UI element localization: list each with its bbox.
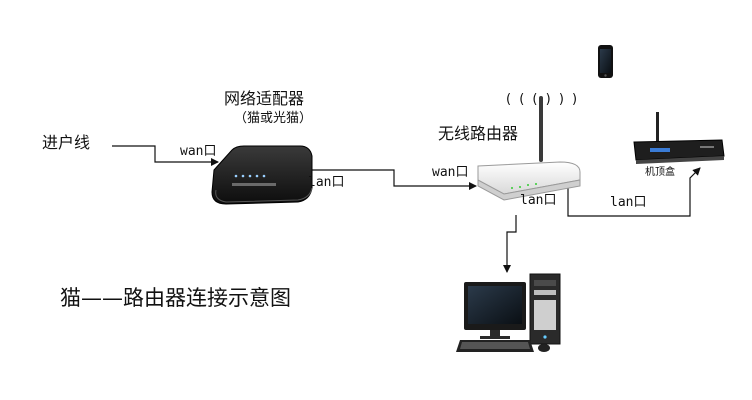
router-lan-port-label-down: lan口 bbox=[520, 193, 557, 208]
settop-box-icon bbox=[633, 112, 725, 164]
router-lan-port-label-right: lan口 bbox=[610, 195, 647, 210]
input-line-label: 进户线 bbox=[42, 133, 91, 152]
modem-wan-port-label: wan口 bbox=[180, 144, 217, 159]
modem-device-icon bbox=[211, 145, 313, 205]
modem-title: 网络适配器 bbox=[224, 89, 305, 108]
line-router-to-computer bbox=[503, 215, 517, 273]
router-wireless-waves: ( ( ( ) ) ) bbox=[506, 92, 580, 107]
router-device-icon bbox=[477, 96, 581, 201]
settop-box-label: 机顶盒 bbox=[645, 167, 675, 178]
line-modem-to-router bbox=[302, 169, 477, 190]
computer-icon bbox=[456, 273, 561, 352]
line-router-to-settop bbox=[567, 167, 701, 217]
router-title: 无线路由器 bbox=[438, 124, 519, 143]
smartphone-icon bbox=[598, 45, 613, 78]
diagram-caption: 猫——路由器连接示意图 bbox=[60, 286, 291, 310]
router-wan-port-label: wan口 bbox=[432, 165, 469, 180]
modem-lan-port-label: lan口 bbox=[308, 175, 345, 190]
line-input-to-modem bbox=[112, 145, 219, 166]
modem-subtitle: （猫或光猫） bbox=[234, 111, 313, 126]
